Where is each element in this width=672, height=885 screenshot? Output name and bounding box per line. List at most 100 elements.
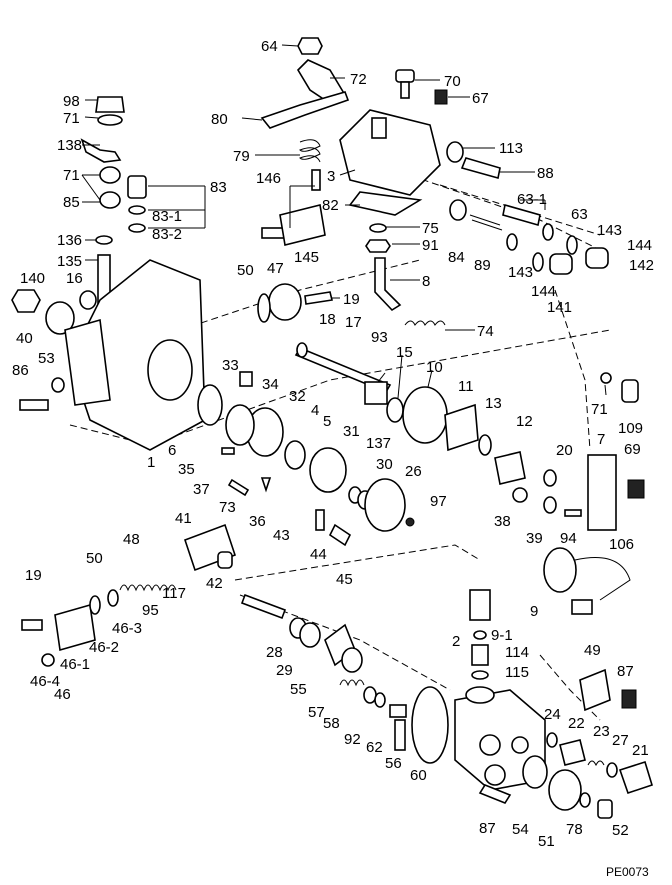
pin-146-shape <box>311 169 321 191</box>
callout-85: 85 <box>63 194 80 211</box>
plate-7-shape <box>587 454 617 531</box>
washer-29-shape <box>299 622 321 648</box>
callout-141: 141 <box>547 299 572 316</box>
spring-117-shape <box>119 584 177 592</box>
callout-69: 69 <box>624 441 641 458</box>
screw-67-shape <box>434 89 448 105</box>
callout-19-a: 19 <box>343 291 360 308</box>
callout-142: 142 <box>629 257 654 274</box>
callout-39: 39 <box>526 530 543 547</box>
callout-60: 60 <box>410 767 427 784</box>
oring-71c-shape <box>600 372 612 384</box>
diagram-code: PE0073 <box>606 865 649 879</box>
screw-94-shape <box>564 509 582 517</box>
callout-36: 36 <box>249 513 266 530</box>
washer-13-shape <box>478 434 492 456</box>
holder-46-1-shape <box>54 603 96 652</box>
callout-47: 47 <box>267 260 284 277</box>
nut-140-shape <box>11 289 41 313</box>
callout-95: 95 <box>142 602 159 619</box>
callout-46-4: 46-4 <box>30 673 60 690</box>
callout-83-1: 83-1 <box>152 208 182 225</box>
ring-48-shape <box>107 589 119 607</box>
wire-106-shape <box>574 557 631 601</box>
callout-63-1: 63-1 <box>517 191 547 208</box>
part-36-shape <box>260 477 272 493</box>
callout-64: 64 <box>261 38 278 55</box>
cam-disc-26-shape <box>364 478 406 532</box>
callout-29: 29 <box>276 662 293 679</box>
callout-51: 51 <box>538 833 555 850</box>
callout-46-2: 46-2 <box>89 639 119 656</box>
spring-57-shape <box>339 679 365 687</box>
callout-94: 94 <box>560 530 577 547</box>
callout-87-a: 87 <box>617 663 634 680</box>
washer-71-shape <box>97 114 123 126</box>
callout-145: 145 <box>294 249 319 266</box>
callout-18: 18 <box>319 311 336 328</box>
spring-79-shape <box>299 139 321 163</box>
callout-26: 26 <box>405 463 422 480</box>
head-outlet-c <box>511 736 529 754</box>
callout-82: 82 <box>322 197 339 214</box>
screw-19a-shape <box>304 291 333 305</box>
bolt-86-shape <box>19 399 49 411</box>
ring-27-shape <box>606 762 618 778</box>
gasket-60-shape <box>411 686 449 764</box>
ring-20-shape <box>543 469 557 487</box>
callout-88: 88 <box>537 165 554 182</box>
gasket-50a-shape <box>257 293 271 323</box>
rod-89-shape <box>469 214 503 231</box>
callout-57: 57 <box>308 704 325 721</box>
callout-8: 8 <box>422 273 430 290</box>
shaft-8-shape <box>374 257 402 312</box>
part-21-shape <box>618 760 653 795</box>
screw-19b-shape <box>21 619 43 631</box>
callout-137: 137 <box>366 435 391 452</box>
bolt-long-shape <box>240 593 287 620</box>
callout-92: 92 <box>344 731 361 748</box>
callout-15: 15 <box>396 344 413 361</box>
callout-144-b: 144 <box>531 283 556 300</box>
cover-47-shape <box>268 283 302 321</box>
callout-12: 12 <box>516 413 533 430</box>
callout-22: 22 <box>568 715 585 732</box>
callout-83-2: 83-2 <box>152 226 182 243</box>
callout-143-a: 143 <box>597 222 622 239</box>
callout-31: 31 <box>343 423 360 440</box>
cover-3-shape <box>339 109 441 196</box>
callout-62: 62 <box>366 739 383 756</box>
part-55b-shape <box>341 647 363 673</box>
callout-45: 45 <box>336 571 353 588</box>
callout-53: 53 <box>38 350 55 367</box>
callout-42: 42 <box>206 575 223 592</box>
oring-83-2 <box>128 223 146 233</box>
callout-46: 46 <box>54 686 71 703</box>
ring-92-shape <box>374 692 386 708</box>
ring-18-shape <box>296 342 308 358</box>
fitting-142-shape <box>585 247 609 269</box>
ring-58-shape <box>363 686 377 704</box>
part-56-shape <box>394 719 406 751</box>
head-outlet-a <box>479 734 501 756</box>
part-62-shape <box>389 704 407 718</box>
pipe-138-shape <box>80 138 122 163</box>
callout-46-1: 46-1 <box>60 656 90 673</box>
seal-40-shape <box>45 301 75 335</box>
callout-71-a: 71 <box>63 110 80 127</box>
screw-73-shape <box>227 478 250 497</box>
callout-138: 138 <box>57 137 82 154</box>
callout-114: 114 <box>505 644 529 661</box>
callout-13: 13 <box>485 395 502 412</box>
callout-63: 63 <box>571 206 588 223</box>
coupling-6-shape <box>197 384 223 426</box>
callout-49: 49 <box>584 642 601 659</box>
callout-32: 32 <box>289 388 306 405</box>
callout-46-3: 46-3 <box>112 620 142 637</box>
fitting-85b-shape <box>99 191 121 209</box>
plug-109-shape <box>621 379 639 403</box>
ring-39-shape <box>543 496 557 514</box>
callout-7: 7 <box>597 431 605 448</box>
callout-9-1: 9-1 <box>491 627 513 644</box>
callout-35: 35 <box>178 461 195 478</box>
